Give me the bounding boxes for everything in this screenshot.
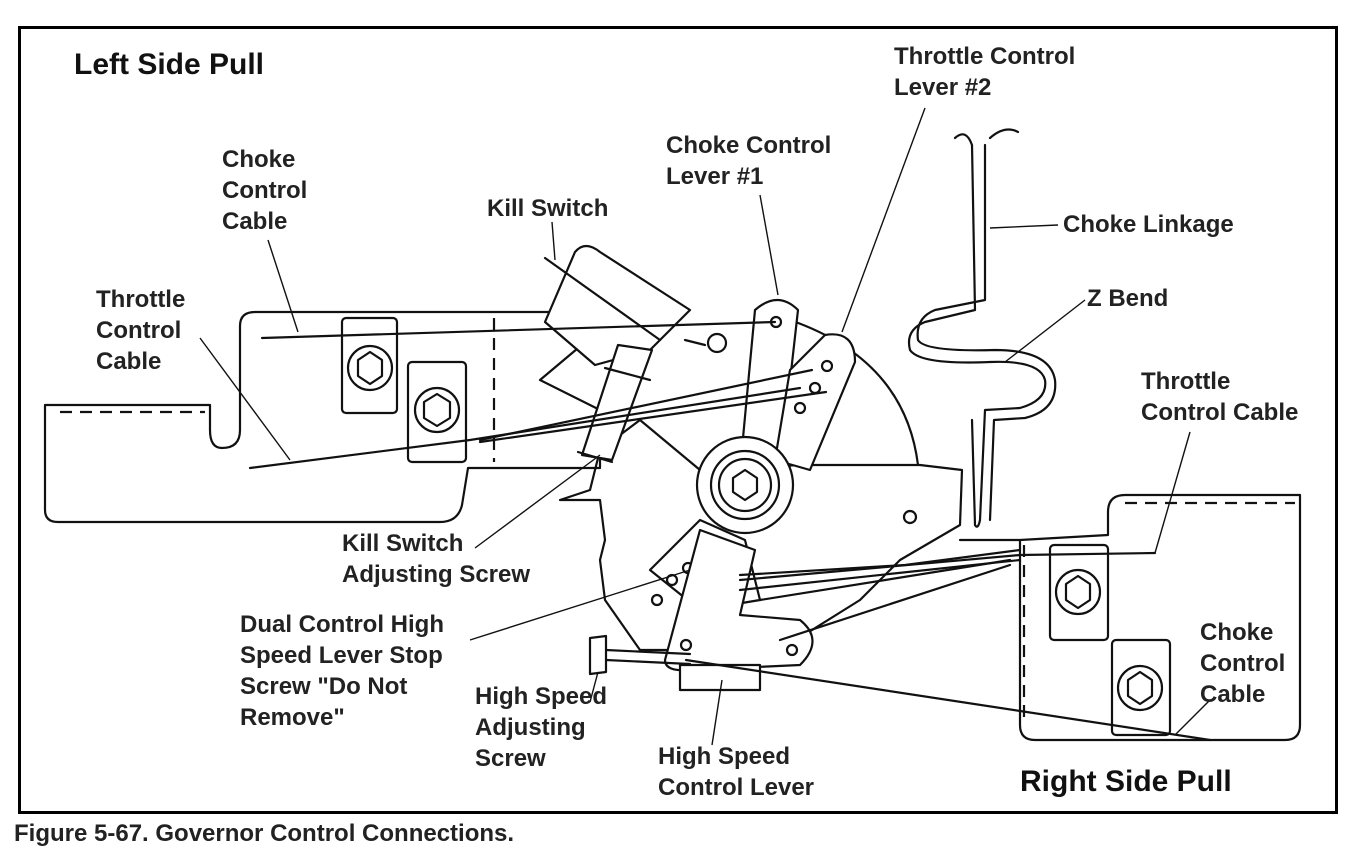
lower-levers — [648, 518, 814, 692]
throttle-control-cable-left-label: Throttle Control Cable — [96, 286, 186, 375]
choke-control-cable-right-label: Choke Control Cable — [1200, 619, 1286, 708]
choke-control-cable-left-label: Choke Control Cable — [222, 146, 308, 235]
figure-frame — [18, 26, 1338, 814]
kill-switch-adjusting-screw — [576, 343, 654, 464]
governor-hub — [695, 435, 795, 535]
throttle-control-cable-right-label: Throttle Control Cable — [1141, 368, 1299, 426]
choke-linkage-label: Choke Linkage — [1063, 211, 1234, 238]
dual-control-stop-screw-label: Dual Control High Speed Lever Stop Screw… — [240, 611, 444, 731]
cables — [248, 320, 1212, 742]
control-plate — [558, 318, 964, 652]
kill-switch-label: Kill Switch — [487, 195, 609, 222]
left-side-pull-label: Left Side Pull — [74, 48, 265, 81]
right-bracket — [958, 493, 1302, 742]
high-speed-control-lever-label: High Speed Control Lever — [658, 743, 815, 801]
figure-caption: Figure 5-67. Governor Control Connection… — [14, 820, 515, 847]
choke-linkage — [907, 128, 1057, 528]
kill-switch-adjusting-screw-label: Kill Switch Adjusting Screw — [342, 530, 531, 588]
leader-lines — [199, 107, 1211, 746]
right-cable-clamps — [1048, 543, 1172, 737]
right-side-pull-label: Right Side Pull — [1020, 765, 1232, 798]
throttle-control-lever — [773, 333, 857, 472]
choke-control-lever-label: Choke Control Lever #1 — [666, 132, 832, 190]
high-speed-adjusting-screw-label: High Speed Adjusting Screw — [475, 683, 608, 772]
left-cable-clamps — [340, 316, 468, 464]
throttle-control-lever-label: Throttle Control Lever #2 — [894, 43, 1076, 101]
z-bend-label: Z Bend — [1087, 285, 1169, 312]
high-speed-adjusting-screw — [588, 634, 692, 676]
